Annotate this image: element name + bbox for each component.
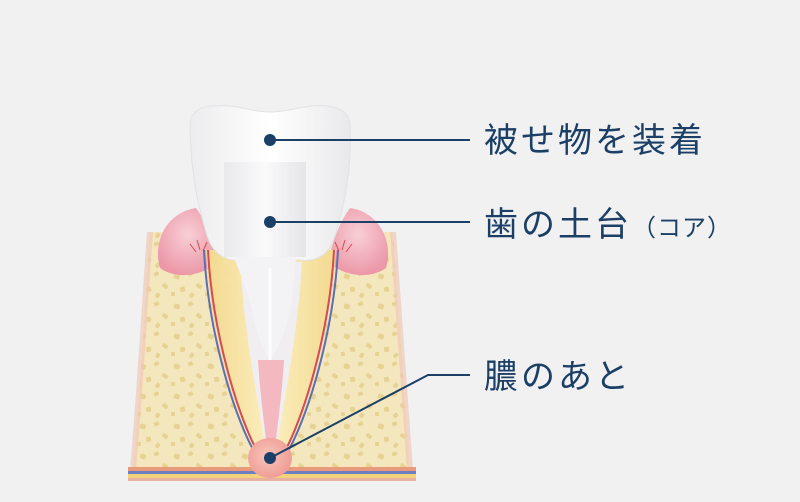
label-core: 歯の土台（コア）: [484, 208, 732, 242]
core-post: [224, 162, 306, 360]
periodontal-vessels: [189, 239, 353, 459]
marker-dot-pus: [264, 452, 276, 464]
marker-dot-core: [264, 216, 276, 228]
gum-tissue: [157, 208, 389, 276]
marker-dot-crown: [264, 134, 276, 146]
label-pus: 膿のあと: [484, 357, 632, 397]
label-core-note: （コア）: [632, 214, 732, 242]
leader-lines: [269, 139, 470, 459]
label-crown: 被せ物を装着: [484, 121, 706, 161]
label-core-main: 歯の土台: [484, 205, 632, 245]
leader-line-pus: [269, 374, 470, 459]
